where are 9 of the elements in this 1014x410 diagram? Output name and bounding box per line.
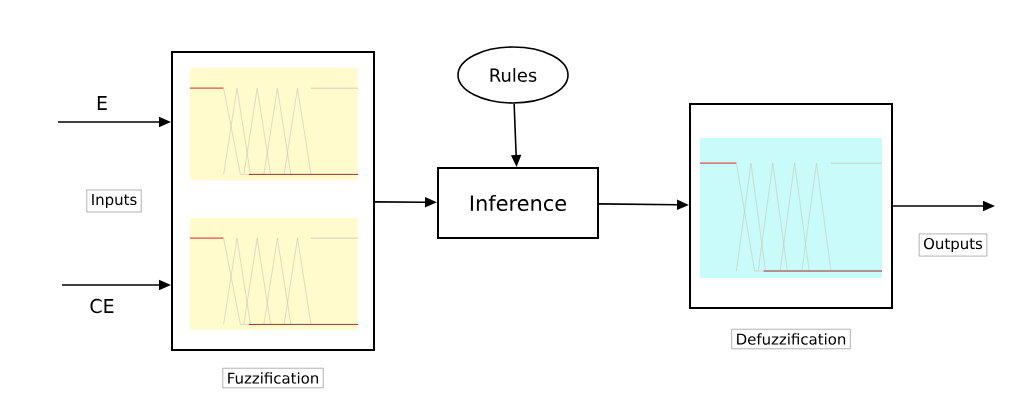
label-box: Inputs (86, 189, 142, 213)
edge-label: E (97, 96, 107, 110)
caption-box: Defuzzification (731, 328, 851, 350)
label-box: Outputs (918, 233, 988, 257)
plot-box (171, 51, 375, 351)
plot-box (689, 103, 893, 309)
edge-label: CE (90, 298, 114, 314)
caption-box: Fuzzification (222, 367, 324, 389)
process-box: Inference (437, 167, 599, 239)
